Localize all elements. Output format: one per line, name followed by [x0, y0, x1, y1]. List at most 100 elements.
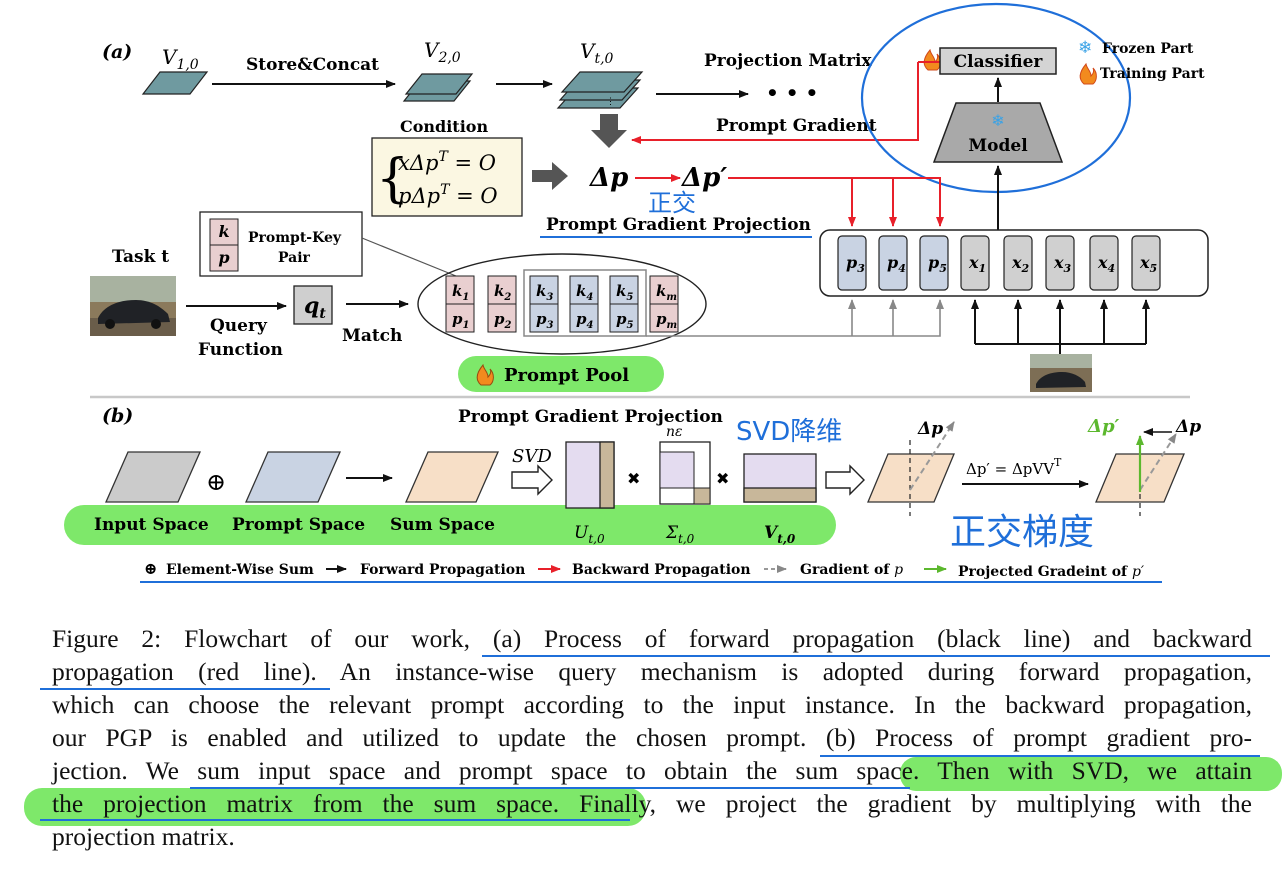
pool-k-cell-4 — [569, 275, 599, 305]
pool-k-label-5: k5 — [616, 282, 633, 303]
pool-k-label-4: k4 — [576, 282, 593, 303]
prompt-gradient-red-line — [631, 62, 919, 144]
classifier-box — [939, 47, 1057, 75]
sum-space-label: Sum Space — [390, 515, 495, 535]
pool-k-cell-3 — [529, 275, 559, 305]
match-label: Match — [342, 326, 402, 346]
prompt-space-label: Prompt Space — [232, 515, 365, 535]
sum-space-plane — [405, 451, 499, 503]
v10-label: V1,0 — [162, 45, 199, 73]
legend-gradient-label: Gradient of p — [800, 562, 903, 578]
query-function-label-1: Query — [210, 316, 268, 336]
panel-b-title: Prompt Gradient Projection — [458, 407, 723, 427]
ellipsis-dots: • • • — [766, 81, 818, 105]
token-x2 — [1003, 235, 1033, 291]
prompt-pool-label: Prompt Pool — [504, 365, 629, 386]
handwritten-orthogonal-2: 正交梯度 — [950, 512, 1094, 553]
pool-p-cell-1 — [445, 303, 475, 333]
pool-k-label-m: km — [656, 282, 677, 303]
token-label-p3: p3 — [846, 253, 865, 275]
times-icon-2: ✖ — [716, 469, 729, 488]
condition-block-arrow — [532, 162, 568, 190]
pk-label-2: Pair — [278, 250, 311, 266]
delta-p-b-2: Δp — [1175, 417, 1201, 437]
pk-p-cell — [209, 244, 239, 272]
legend-snowflake-icon: ❄ — [1078, 38, 1092, 58]
pool-p-cell-4 — [569, 303, 599, 333]
times-icon-1: ✖ — [627, 469, 640, 488]
v20-label: V2,0 — [424, 38, 461, 66]
condition-brace: { — [376, 149, 409, 209]
panel-b-label: (b) — [102, 405, 133, 427]
pool-k-cell-1 — [445, 275, 475, 305]
pool-p-label-m: pm — [656, 310, 677, 331]
caption-line-4: our PGP is enabled and utilized to updat… — [52, 723, 1252, 752]
input-space-label: Input Space — [94, 515, 209, 535]
qt-box — [293, 285, 333, 325]
vt0-label: Vt,0 — [580, 39, 614, 67]
pool-k-cell-5 — [609, 275, 639, 305]
legend-sum-label: Element-Wise Sum — [166, 562, 314, 578]
pool-p-label-4: p4 — [576, 310, 594, 331]
pool-p-label-5: p5 — [616, 310, 634, 331]
legend-projected-label: Projected Gradeint of p′ — [958, 564, 1145, 580]
query-function-label-2: Function — [198, 340, 283, 360]
token-label-p5: p5 — [928, 253, 947, 275]
figure-diagram: (a) V1,0 Store&Concat V2,0 ⋮ Vt,0 Projec… — [64, 2, 1209, 583]
snowflake-icon: ❄ — [991, 111, 1004, 130]
legend-row: ⊕ Element-Wise Sum Forward Propagation B… — [144, 559, 1145, 580]
u-label: Ut,0 — [574, 523, 605, 546]
pool-p-label-2: p2 — [494, 310, 512, 331]
sigma-matrix-tail — [693, 487, 711, 505]
gradient-arrow-grey — [909, 421, 955, 491]
pool-p-label-3: p3 — [536, 310, 554, 331]
v10-plane — [141, 71, 209, 95]
element-sum-icon: ⊕ — [206, 468, 226, 496]
handwritten-svd: SVD降维 — [736, 417, 842, 447]
pool-p-cell-5 — [609, 303, 639, 333]
frozen-model-ellipse — [860, 2, 1132, 194]
pool-k-cell-2 — [487, 275, 517, 305]
selected-prompts-frame — [523, 269, 647, 337]
pk-p-label: p — [218, 248, 229, 267]
task-car-image — [90, 276, 176, 336]
sigma-label: Σt,0 — [665, 523, 695, 546]
handwritten-orthogonal-1: 正交 — [648, 189, 696, 217]
delta-p-prime: Δp′ — [680, 163, 727, 193]
token-label-x1: x1 — [968, 253, 986, 275]
legend-forward-label: Forward Propagation — [360, 562, 525, 578]
token-label-x5: x5 — [1139, 253, 1157, 275]
caption-line-6: the projection matrix from the sum space… — [52, 789, 1252, 818]
panel-a-label: (a) — [102, 41, 132, 63]
caption-line-3: which can choose the relevant prompt acc… — [52, 690, 1252, 719]
gradient-arrow-grey-2 — [1139, 433, 1177, 491]
condition-box — [371, 137, 523, 217]
legend-frozen-label: Frozen Part — [1102, 41, 1194, 57]
token-x4 — [1089, 235, 1119, 291]
legend-backward-label: Backward Propagation — [572, 562, 751, 578]
v20-plane-front — [404, 73, 474, 95]
result-hollow-arrow — [825, 464, 865, 496]
spaces-green-band — [64, 505, 836, 545]
token-x3 — [1045, 235, 1075, 291]
input-car-image — [1030, 354, 1092, 392]
backward-red-line — [728, 177, 944, 227]
vt0-plane-3 — [560, 71, 644, 93]
pool-k-label-1: k1 — [452, 282, 469, 303]
svd-hollow-arrow — [511, 464, 553, 496]
pool-p-cell-3 — [529, 303, 559, 333]
model-label: Model — [968, 136, 1028, 156]
vt0-dots: ⋮ — [606, 97, 615, 107]
prompt-pool-ellipse — [417, 253, 707, 355]
pool-p-label-1: p1 — [452, 310, 469, 331]
prompt-pool-badge — [458, 356, 664, 392]
prompt-pool-fire-icon — [476, 363, 494, 386]
u-matrix-tail — [599, 441, 615, 509]
down-block-arrow — [591, 114, 627, 148]
v-matrix-tail — [743, 487, 817, 503]
figure-caption: Figure 2: Flowchart of our work, (a) Pro… — [52, 622, 1252, 853]
qt-label: qt — [304, 293, 326, 322]
gradient-plane — [867, 453, 955, 503]
condition-title: Condition — [400, 117, 488, 136]
